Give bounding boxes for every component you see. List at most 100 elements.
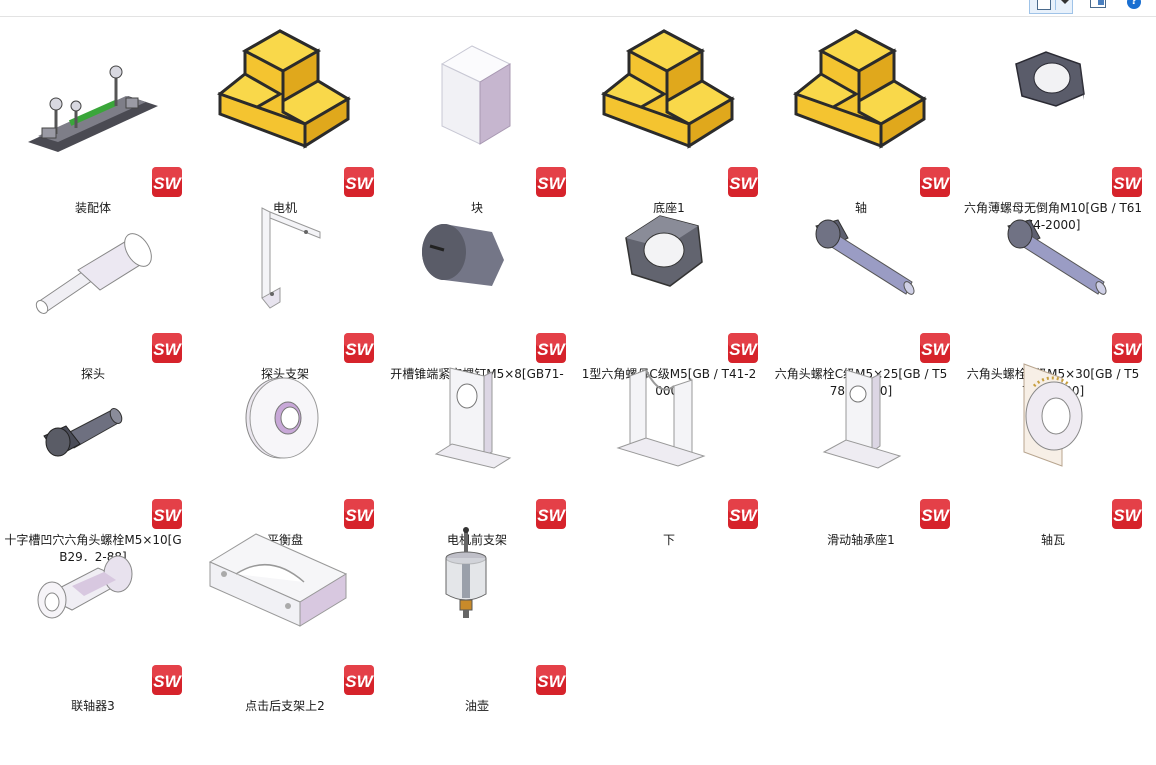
file-item[interactable]: SW 六角头螺栓C级M5×30[GB / T5780-2000] (967, 190, 1143, 398)
solidworks-badge-icon: SW (1111, 498, 1143, 530)
file-name-label: 轴 (854, 201, 867, 215)
solidworks-badge-icon: SW (535, 332, 567, 364)
generic-part-icon (584, 24, 754, 154)
generic-part-icon (776, 24, 946, 154)
file-item[interactable]: SW 滑动轴承座1 (776, 356, 951, 547)
solidworks-badge-icon: SW (535, 498, 567, 530)
explorer-toolbar: ? (0, 0, 1156, 17)
solidworks-badge-icon: SW (535, 166, 567, 198)
block-icon (392, 24, 562, 154)
file-item[interactable]: SW 底座1 (584, 24, 759, 215)
file-item[interactable]: SW 电机 (200, 24, 375, 215)
solidworks-badge-icon: SW (343, 664, 375, 696)
file-item[interactable]: SW 1型六角螺母C级M5[GB / T41-2000] (582, 190, 759, 398)
file-name-label: 底座1 (653, 201, 685, 215)
chevron-down-icon[interactable] (1061, 0, 1069, 4)
svg-text:SW: SW (345, 174, 374, 193)
file-item[interactable]: SW 轴瓦 (968, 356, 1143, 547)
svg-text:SW: SW (1113, 340, 1142, 359)
solidworks-badge-icon: SW (727, 332, 759, 364)
solidworks-badge-icon: SW (727, 498, 759, 530)
file-name-label: 装配体 (74, 201, 111, 215)
svg-text:SW: SW (729, 506, 758, 525)
bolt-icon (968, 190, 1138, 320)
svg-text:SW: SW (537, 506, 566, 525)
bolt-icon (776, 190, 946, 320)
probe-bracket-icon (200, 190, 370, 320)
file-name-label: 探头支架 (260, 367, 309, 381)
file-name-label: 探头 (80, 367, 105, 381)
change-view-button[interactable] (1029, 0, 1073, 14)
svg-text:SW: SW (1113, 174, 1142, 193)
file-item[interactable]: SW 平衡盘 (200, 356, 375, 547)
file-name-label: 联轴器3 (71, 699, 115, 713)
svg-text:SW: SW (729, 340, 758, 359)
file-item[interactable]: SW 块 (392, 24, 567, 215)
solidworks-badge-icon: SW (151, 166, 183, 198)
hex-nut-icon (584, 190, 754, 320)
file-item[interactable]: SW 探头支架 (200, 190, 375, 381)
file-name-label: 块 (470, 201, 483, 215)
file-item[interactable]: SW 联轴器3 (8, 522, 183, 713)
file-item[interactable]: SW 油壶 (392, 522, 567, 713)
file-name-label: 六角薄螺母无倒角M10[GB / T6174-2000] (963, 201, 1143, 232)
solidworks-badge-icon: SW (343, 498, 375, 530)
assembly-icon (8, 24, 178, 154)
short-bolt-icon (8, 356, 178, 486)
svg-text:SW: SW (537, 672, 566, 691)
generic-part-icon (200, 24, 370, 154)
file-name-label: 滑动轴承座1 (827, 533, 895, 547)
solidworks-badge-icon: SW (151, 664, 183, 696)
bearing-seat-icon (776, 356, 946, 486)
upper-bracket-icon (200, 522, 370, 652)
svg-text:SW: SW (345, 672, 374, 691)
solidworks-badge-icon: SW (1111, 166, 1143, 198)
file-name-label: 下 (662, 533, 675, 547)
file-item[interactable]: SW 下 (584, 356, 759, 547)
coupling-icon (8, 522, 178, 652)
solidworks-badge-icon: SW (919, 498, 951, 530)
file-item[interactable]: SW 十字槽凹穴六角头螺栓M5×10[GB29．2-88] (4, 356, 183, 564)
solidworks-badge-icon: SW (343, 166, 375, 198)
solidworks-badge-icon: SW (919, 332, 951, 364)
thin-nut-icon (968, 24, 1138, 154)
file-item[interactable]: SW 六角头螺栓C级M5×25[GB / T5780-2000] (775, 190, 951, 398)
probe-icon (8, 190, 178, 320)
file-name-label: 点击后支架上2 (245, 699, 325, 713)
svg-text:SW: SW (729, 174, 758, 193)
solidworks-badge-icon: SW (343, 332, 375, 364)
svg-text:SW: SW (345, 340, 374, 359)
file-item[interactable]: SW 装配体 (8, 24, 183, 215)
svg-text:SW: SW (153, 174, 182, 193)
oil-cup-icon (392, 522, 562, 652)
solidworks-badge-icon: SW (151, 498, 183, 530)
file-item[interactable]: SW 点击后支架上2 (200, 522, 375, 713)
svg-text:SW: SW (537, 174, 566, 193)
solidworks-badge-icon: SW (727, 166, 759, 198)
svg-text:SW: SW (153, 672, 182, 691)
svg-text:SW: SW (153, 340, 182, 359)
solidworks-badge-icon: SW (919, 166, 951, 198)
file-item[interactable]: SW 轴 (776, 24, 951, 215)
solidworks-badge-icon: SW (535, 664, 567, 696)
balance-disc-icon (200, 356, 370, 486)
svg-text:SW: SW (921, 506, 950, 525)
file-item[interactable]: SW 电机前支架 (392, 356, 567, 547)
svg-text:SW: SW (345, 506, 374, 525)
solidworks-badge-icon: SW (1111, 332, 1143, 364)
file-item[interactable]: SW 开槽锥端紧定螺钉M5×8[GB71-85] (390, 190, 567, 398)
solidworks-badge-icon: SW (151, 332, 183, 364)
large-icons-view-icon (1037, 0, 1051, 10)
help-icon[interactable]: ? (1127, 0, 1141, 9)
file-name-label: 电机 (272, 201, 297, 215)
file-name-label: 油壶 (464, 699, 489, 713)
file-item[interactable]: SW 六角薄螺母无倒角M10[GB / T6174-2000] (964, 24, 1143, 232)
svg-text:SW: SW (921, 340, 950, 359)
lower-support-icon (584, 356, 754, 486)
preview-pane-button[interactable] (1090, 0, 1106, 14)
motor-bracket-icon (392, 356, 562, 486)
file-name-label: 电机前支架 (446, 533, 507, 547)
bearing-bush-icon (968, 356, 1138, 486)
file-item[interactable]: SW 探头 (8, 190, 183, 381)
svg-text:SW: SW (537, 340, 566, 359)
